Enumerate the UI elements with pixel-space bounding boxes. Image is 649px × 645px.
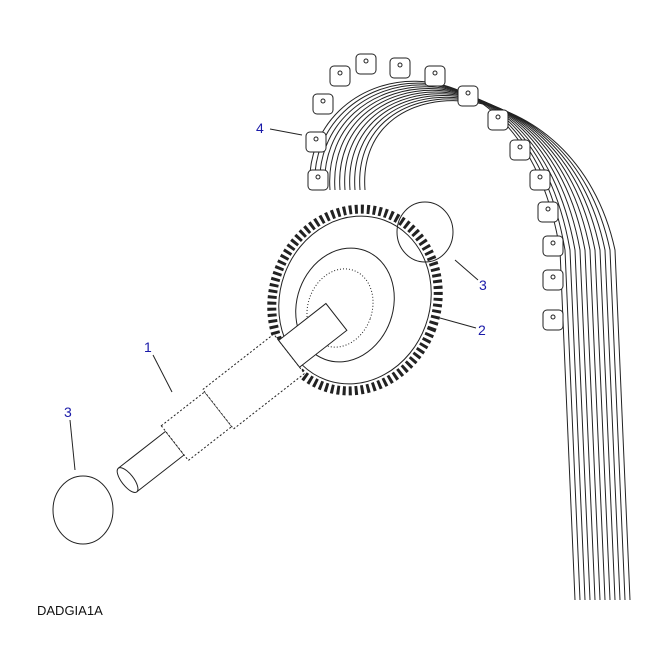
chain-pad [307, 169, 329, 191]
chain-pad-hole [517, 144, 523, 150]
chain-pad-hole [313, 136, 319, 142]
chain-pad [312, 93, 334, 115]
chain-pad-hole [550, 314, 556, 320]
chain-pad [305, 131, 327, 153]
chain-pad-hole [337, 70, 343, 76]
chain-pad-hole [465, 90, 471, 96]
chain-pad-hole [397, 62, 403, 68]
chain-pad-hole [550, 240, 556, 246]
callout-3-lower: 3 [64, 404, 72, 420]
chain-pad [542, 309, 564, 331]
chain-pad-hole [315, 174, 321, 180]
callout-4: 4 [256, 120, 264, 136]
chain-pad-hole [550, 274, 556, 280]
chain-plate-line [324, 86, 591, 601]
chain-pad-hole [363, 58, 369, 64]
chain-pad-hole [320, 98, 326, 104]
chain-pad [537, 201, 559, 223]
chain-pad-hole [495, 114, 501, 120]
shaft [116, 302, 348, 493]
callout-2: 2 [478, 322, 486, 338]
chain-pad [487, 109, 509, 131]
chain-plate-line [364, 100, 631, 601]
diagram-code: DADGIA1A [37, 603, 103, 618]
chain-pad [329, 65, 351, 87]
chain-pad [542, 269, 564, 291]
callout-3-upper: 3 [479, 277, 487, 293]
chain-pad-hole [537, 174, 543, 180]
circlip-upper [396, 201, 454, 263]
chain [305, 53, 631, 601]
chain-pad [542, 235, 564, 257]
callout-1: 1 [144, 339, 152, 355]
chain-plate-line [339, 91, 606, 601]
chain-pad [529, 169, 551, 191]
chain-pad-hole [545, 206, 551, 212]
chain-pad [355, 53, 377, 75]
chain-pad [457, 85, 479, 107]
chain-plate-line [329, 88, 596, 601]
chain-pad-hole [432, 70, 438, 76]
chain-pad [424, 65, 446, 87]
chain-pad [389, 57, 411, 79]
leader-lines [69, 128, 479, 471]
chain-pad [509, 139, 531, 161]
chain-plate-line [334, 89, 601, 601]
circlip-lower [52, 475, 114, 545]
